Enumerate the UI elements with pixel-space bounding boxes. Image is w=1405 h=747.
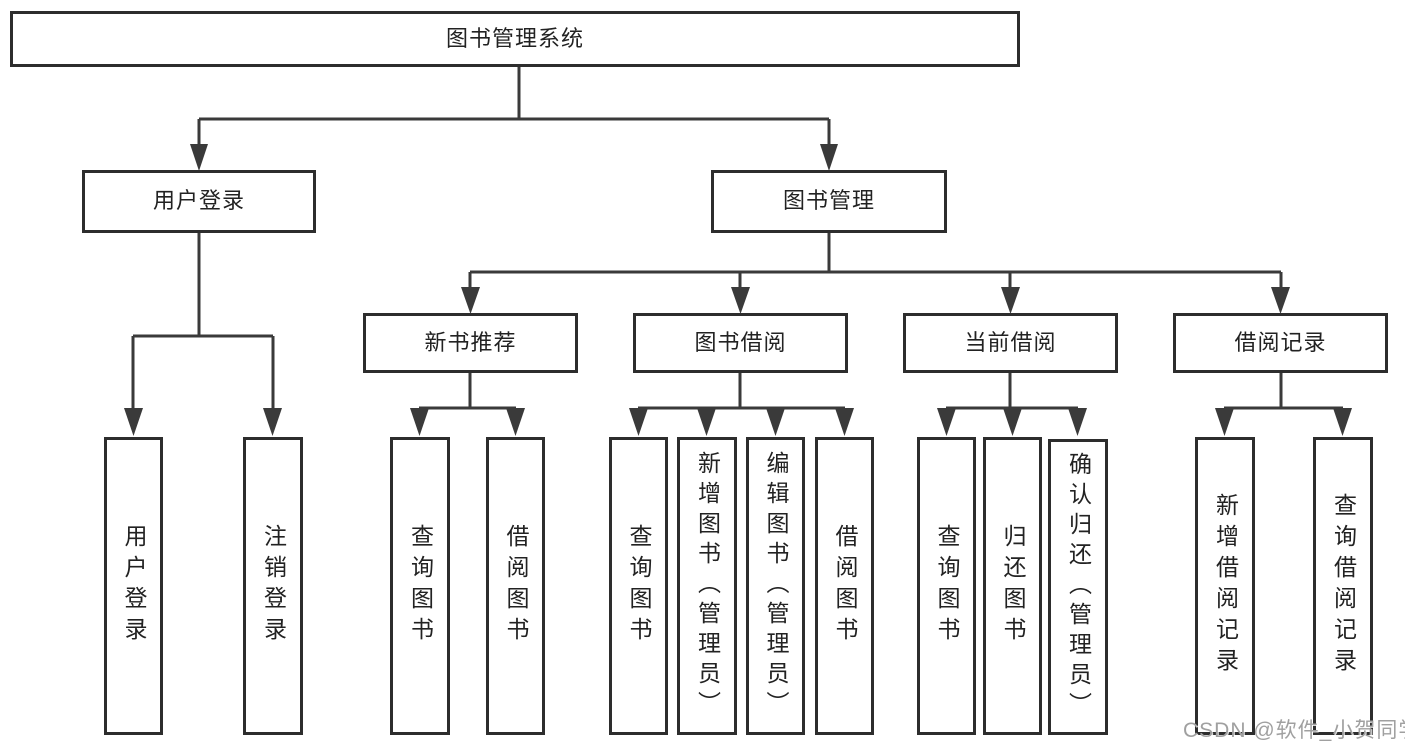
node-root: 图书管理系统 xyxy=(10,11,1020,67)
node-book-borrowing: 图书借阅 xyxy=(633,313,848,373)
node-leaf-add-books-admin: 新增图书（管理员） xyxy=(677,437,737,735)
csdn-watermark: CSDN @软件_小贺同学 xyxy=(1183,719,1405,742)
node-leaf-borrow-books-1: 借阅图书 xyxy=(486,437,545,735)
node-leaf-query-books-2: 查询图书 xyxy=(609,437,668,735)
node-leaf-return-books: 归还图书 xyxy=(983,437,1042,735)
node-leaf-edit-books-admin: 编辑图书（管理员） xyxy=(746,437,805,735)
node-leaf-borrow-books-2: 借阅图书 xyxy=(815,437,874,735)
node-current-borrowing: 当前借阅 xyxy=(903,313,1118,373)
node-leaf-logout: 注销登录 xyxy=(243,437,303,735)
node-leaf-query-books-1: 查询图书 xyxy=(390,437,450,735)
node-leaf-query-borrow-record: 查询借阅记录 xyxy=(1313,437,1373,735)
node-borrowing-records: 借阅记录 xyxy=(1173,313,1388,373)
node-book-management: 图书管理 xyxy=(711,170,947,233)
node-new-book-recommend: 新书推荐 xyxy=(363,313,578,373)
node-leaf-add-borrow-record: 新增借阅记录 xyxy=(1195,437,1255,735)
node-user-login: 用户登录 xyxy=(82,170,316,233)
node-leaf-user-login: 用户登录 xyxy=(104,437,163,735)
node-leaf-confirm-return-admin: 确认归还（管理员） xyxy=(1048,439,1108,735)
node-leaf-query-books-3: 查询图书 xyxy=(917,437,976,735)
